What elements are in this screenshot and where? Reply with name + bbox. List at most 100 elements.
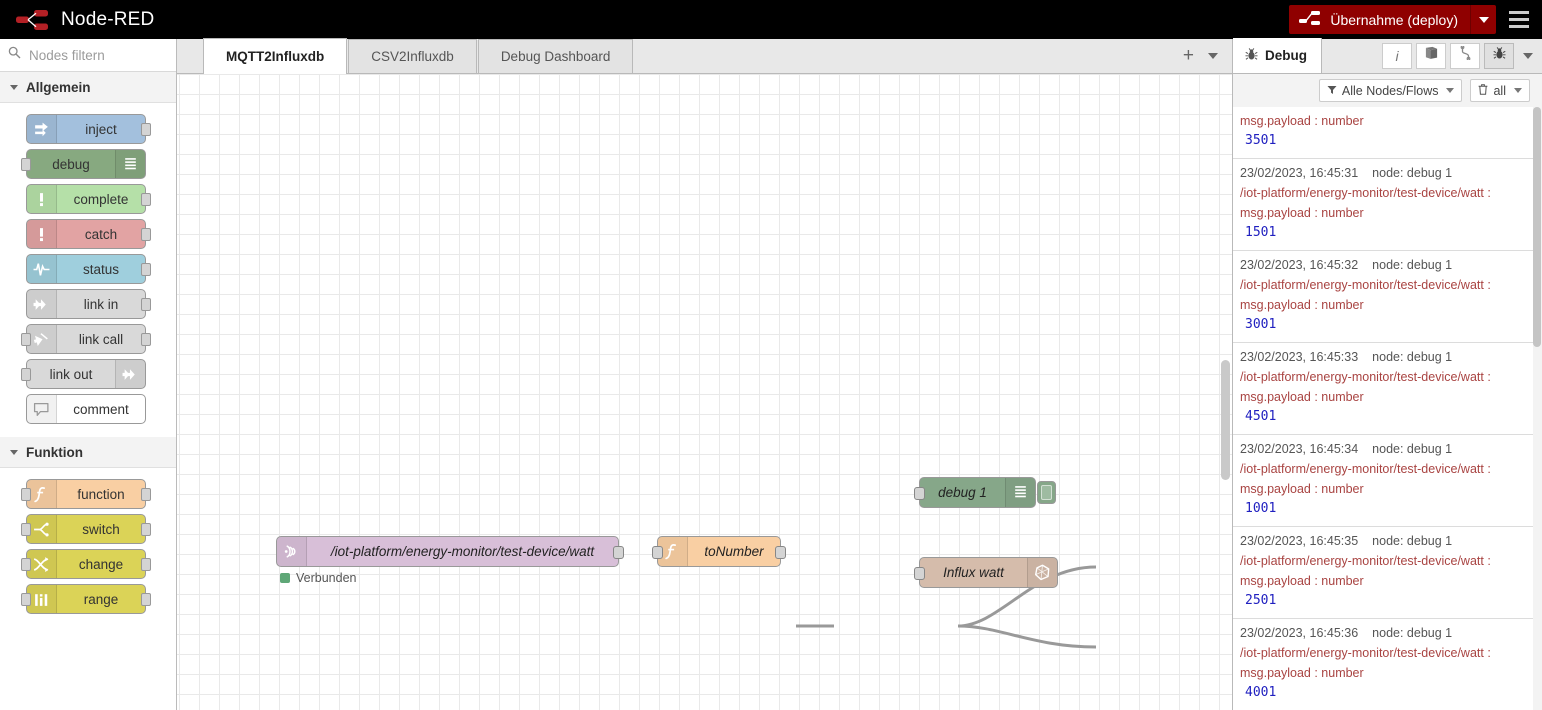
node-output-port[interactable] (141, 488, 151, 501)
flow-tab-label: Debug Dashboard (500, 49, 611, 64)
node-output-port[interactable] (141, 228, 151, 241)
node-input-port[interactable] (21, 523, 31, 536)
config-nodes-button[interactable] (1450, 42, 1480, 69)
flow-tab-label: MQTT2Influxdb (226, 49, 325, 64)
node-input-port[interactable] (21, 593, 31, 606)
debug-sidebar: Debug i (1232, 38, 1542, 710)
chevron-down-icon[interactable] (1208, 52, 1218, 59)
debug-message-value: 3501 (1245, 133, 1277, 148)
node-output-port[interactable] (141, 593, 151, 606)
node-output-port[interactable] (141, 298, 151, 311)
palette-node-link-in[interactable]: link in (26, 289, 151, 319)
palette-node-link-out[interactable]: link out (21, 359, 146, 389)
flow-node-influx-watt[interactable]: Influx watt (914, 557, 1058, 588)
palette-node-label: function (77, 486, 125, 502)
bug-icon (1245, 47, 1258, 64)
debug-message-topic: /iot-platform/energy-monitor/test-device… (1240, 554, 1491, 568)
canvas-scrollbar[interactable] (1221, 360, 1230, 480)
palette-category-allgemein[interactable]: Allgemein (0, 72, 176, 103)
debug-clear-button[interactable]: all (1470, 79, 1530, 102)
mqtt-signal-icon (277, 537, 307, 566)
chevron-down-icon (1446, 88, 1455, 93)
palette-node-catch[interactable]: catch (26, 219, 151, 249)
help-book-button[interactable] (1416, 42, 1446, 69)
debug-filter-label: Alle Nodes/Flows (1341, 83, 1439, 98)
deploy-button[interactable]: Übernahme (deploy) (1289, 5, 1470, 34)
palette-search-bar[interactable] (0, 39, 176, 72)
function-f-icon (658, 537, 688, 566)
comment-bubble-icon (27, 395, 57, 423)
node-input-port[interactable] (21, 158, 31, 171)
node-output-port[interactable] (141, 263, 151, 276)
flow-node-mqtt-in[interactable]: /iot-platform/energy-monitor/test-device… (276, 536, 624, 567)
debug-node-toggle-button[interactable] (1037, 481, 1056, 504)
debug-message-type: msg.payload : number (1240, 390, 1364, 404)
debug-message-node: node: debug 1 (1372, 534, 1453, 548)
hamburger-menu-icon (1509, 11, 1529, 14)
flow-node-debug-1[interactable]: debug 1 (914, 477, 1056, 508)
node-input-port[interactable] (21, 333, 31, 346)
debug-messages-button[interactable] (1484, 42, 1514, 69)
debug-message-topic: /iot-platform/energy-monitor/test-device… (1240, 646, 1491, 660)
debug-filter-button[interactable]: Alle Nodes/Flows (1318, 79, 1463, 102)
workspace: MQTT2Influxdb CSV2Influxdb Debug Dashboard… (177, 38, 1232, 710)
palette-node-complete[interactable]: complete (26, 184, 151, 214)
node-output-port[interactable] (141, 123, 151, 136)
deploy-options-button[interactable] (1470, 5, 1496, 34)
inject-arrow-icon (27, 115, 57, 143)
node-input-port[interactable] (914, 487, 925, 500)
search-input[interactable] (27, 46, 167, 64)
link-call-icon (27, 325, 57, 353)
node-input-port[interactable] (21, 488, 31, 501)
palette-node-link-call[interactable]: link call (21, 324, 151, 354)
flow-canvas[interactable]: /iot-platform/energy-monitor/test-device… (177, 74, 1232, 710)
node-output-port[interactable] (613, 546, 624, 559)
plus-icon[interactable]: + (1182, 45, 1194, 66)
flow-node-status-label: Verbunden (296, 571, 357, 585)
palette-node-switch[interactable]: switch (21, 514, 151, 544)
palette-node-status[interactable]: status (26, 254, 151, 284)
node-input-port[interactable] (914, 567, 925, 580)
palette-category-funktion[interactable]: Funktion (0, 437, 176, 468)
node-input-port[interactable] (21, 558, 31, 571)
node-output-port[interactable] (141, 333, 151, 346)
palette-node-range[interactable]: range (21, 584, 151, 614)
debug-message-type: msg.payload : number (1240, 206, 1364, 220)
node-input-port[interactable] (652, 546, 663, 559)
node-output-port[interactable] (141, 193, 151, 206)
debug-message-node: node: debug 1 (1372, 350, 1453, 364)
node-output-port[interactable] (141, 558, 151, 571)
tab-debug[interactable]: Debug (1233, 38, 1322, 73)
debug-scrollbar[interactable] (1533, 107, 1541, 347)
palette-node-comment[interactable]: comment (26, 394, 146, 424)
palette-node-inject[interactable]: inject (26, 114, 151, 144)
palette-node-change[interactable]: change (21, 549, 151, 579)
info-icon-button[interactable]: i (1382, 42, 1412, 69)
flow-node-tonumber[interactable]: toNumber (652, 536, 786, 567)
sidebar-menu-button[interactable] (1523, 52, 1533, 59)
book-icon (1424, 46, 1439, 65)
node-output-port[interactable] (141, 523, 151, 536)
tab-actions: + (1175, 38, 1232, 73)
pulse-wave-icon (27, 255, 57, 283)
flow-tab-csv2influxdb[interactable]: CSV2Influxdb (348, 39, 477, 73)
main-menu-button[interactable] (1496, 0, 1542, 39)
flow-tab-debug-dashboard[interactable]: Debug Dashboard (477, 39, 634, 73)
palette-node-debug[interactable]: debug (21, 149, 146, 179)
flow-node-status: Verbunden (280, 571, 356, 585)
palette-node-function[interactable]: function (21, 479, 151, 509)
node-output-port[interactable] (775, 546, 786, 559)
flow-tab-mqtt2influxdb[interactable]: MQTT2Influxdb (203, 38, 348, 74)
node-input-port[interactable] (21, 368, 31, 381)
